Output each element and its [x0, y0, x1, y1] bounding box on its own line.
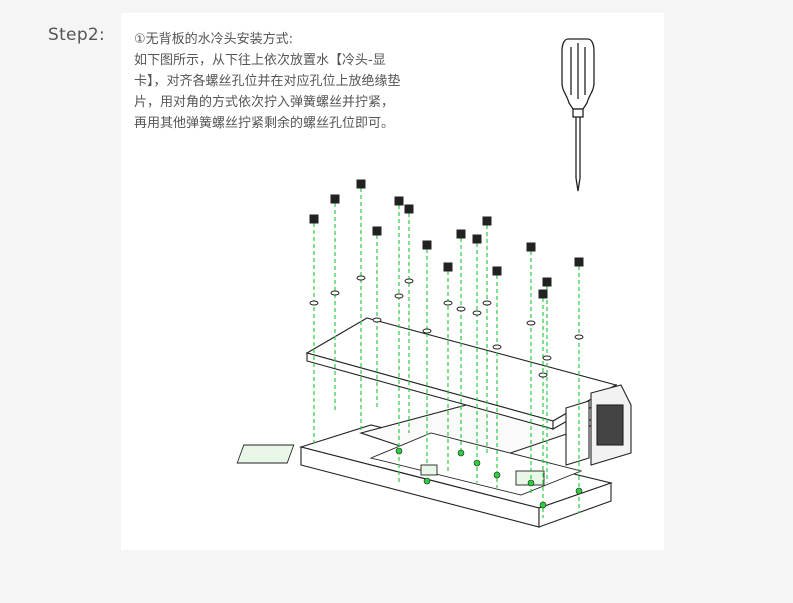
spring-screws [309, 179, 584, 378]
instruction-card: ①无背板的水冷头安装方式: 如下图所示，从下往上依次放置水【冷头-显卡】，对齐各… [121, 13, 664, 550]
graphics-card [305, 317, 632, 466]
instructions: ①无背板的水冷头安装方式: 如下图所示，从下往上依次放置水【冷头-显卡】，对齐各… [134, 29, 402, 134]
screw-alignment-lines [313, 188, 580, 518]
base-standoffs [395, 447, 583, 509]
screwdriver-icon [561, 38, 595, 192]
instructions-body: 如下图所示，从下往上依次放置水【冷头-显卡】，对齐各螺丝孔位并在对应孔位上放绝缘… [134, 53, 401, 131]
instructions-title: ①无背板的水冷头安装方式: [134, 32, 294, 47]
water-block-installation-diagram [236, 38, 632, 528]
step-label: Step2: [48, 25, 106, 45]
